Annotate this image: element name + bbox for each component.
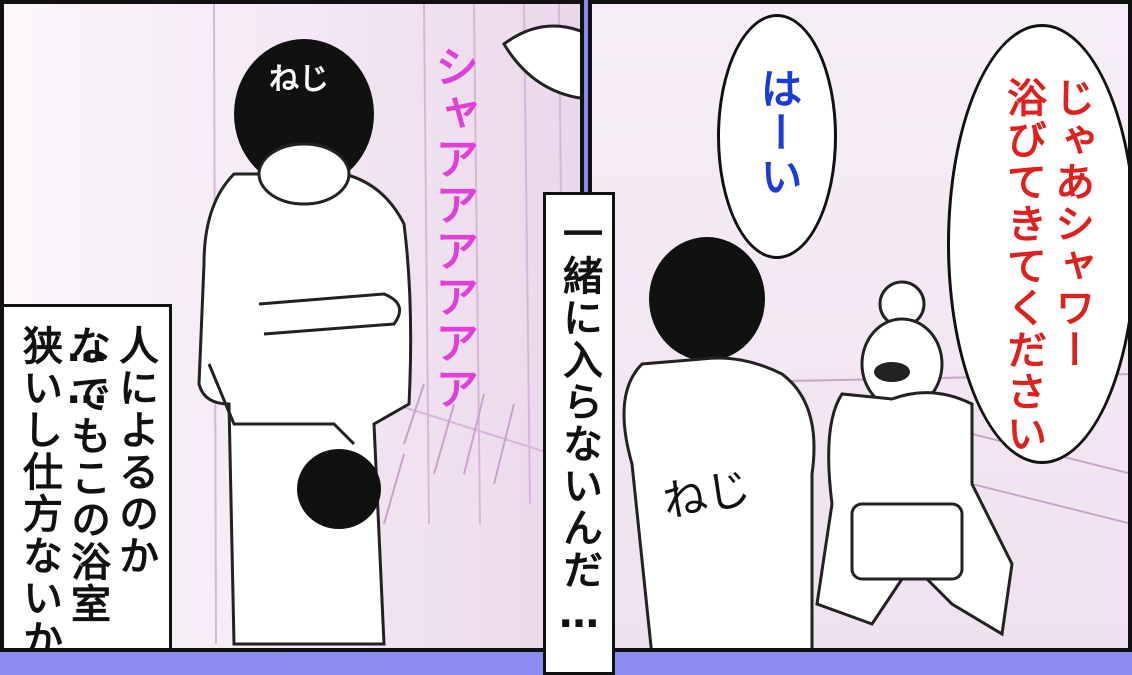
living-room-scene [622, 237, 1128, 648]
narration-line-3: 狭いし仕方ないか [16, 325, 62, 652]
shower-sfx: シャアアアアアア [427, 44, 478, 412]
narration-line-2: …でもこの浴室 [64, 325, 110, 625]
narration-box: 人によるのかな… …でもこの浴室 狭いし仕方ないか [4, 304, 172, 652]
left-panel: ねじ シャアアアアアア 人によるのかな… …でもこの浴室 狭いし仕方ないか [0, 0, 584, 652]
request-line-1: じゃあシャワー [1048, 77, 1094, 371]
man-arm [258, 292, 402, 336]
bottom-stripe-left [0, 652, 584, 675]
center-caption: 一緒に入らないんだ… [556, 213, 602, 639]
center-caption-box: 一緒に入らないんだ… [543, 192, 615, 675]
man-back-figure [622, 237, 816, 648]
narration-line-1: 人によるのかな… [64, 325, 158, 577]
reply-bubble: はーい [717, 14, 837, 259]
request-line-2: 浴びてきてください [1000, 77, 1046, 455]
woman-figure [815, 280, 1014, 637]
right-panel: ねじ はーい じゃあシャワー 浴びてきてください [588, 0, 1132, 652]
request-bubble: じゃあシャワー 浴びてきてください [947, 24, 1128, 464]
man-chin [257, 142, 351, 206]
reply-text: はーい [754, 67, 803, 199]
water-spray [383, 383, 515, 525]
bottom-stripe-right [588, 652, 1132, 675]
shower-scene [197, 4, 580, 646]
man-label: ねじ [269, 62, 329, 97]
shower-head [502, 24, 580, 100]
censor-blob [297, 449, 381, 529]
pot [850, 502, 964, 581]
man-head [234, 39, 374, 189]
man-arm-lower [207, 363, 356, 446]
man-body [197, 172, 413, 646]
